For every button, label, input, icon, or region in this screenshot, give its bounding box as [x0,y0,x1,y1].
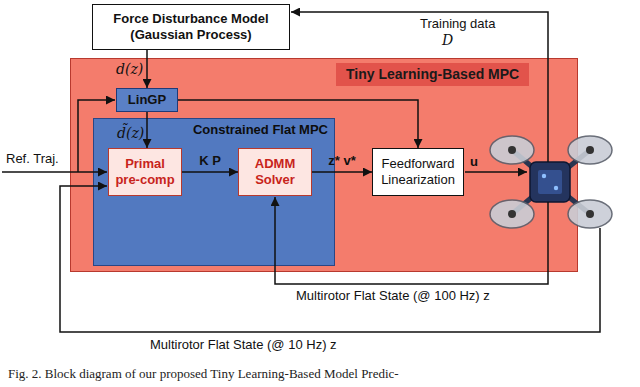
solver-box: ADMM Solver [238,148,312,196]
input-label: Ref. Traj. [6,151,59,167]
signal-label: Training data [420,16,495,32]
dataset-symbol: D [442,32,453,49]
box-label: ADMM Solver [243,156,307,187]
figure-caption: Fig. 2. Block diagram of our proposed Ti… [8,366,399,382]
box-label: Feedforward Linearization [377,156,459,187]
process-box: Primal pre-comp [108,148,182,196]
controller-region: Tiny Learning-Based MPC LinGP Constrained … [70,58,578,272]
box-label: Primal pre-comp [113,156,177,187]
process-box: LinGP [116,88,178,112]
region-title: Constrained Flat MPC [193,122,328,138]
signal-label: u [470,154,478,170]
feedback-label: Multirotor Flat State (@ 10 Hz) z [150,337,337,353]
edge-label: z* v* [328,153,355,169]
edge-label: K P [199,153,221,169]
box-label: Force Disturbance Model (Gaussian Proces… [97,11,285,42]
edge-label: d(z) [116,61,143,78]
region-title: Tiny Learning-Based MPC [336,63,529,86]
model-box: Force Disturbance Model (Gaussian Proces… [92,4,290,50]
box-label: LinGP [128,92,166,108]
process-box: Feedforward Linearization [372,148,464,196]
edge-label: d̃(z) [117,125,144,142]
feedback-label: Multirotor Flat State (@ 100 Hz) z [296,288,490,304]
